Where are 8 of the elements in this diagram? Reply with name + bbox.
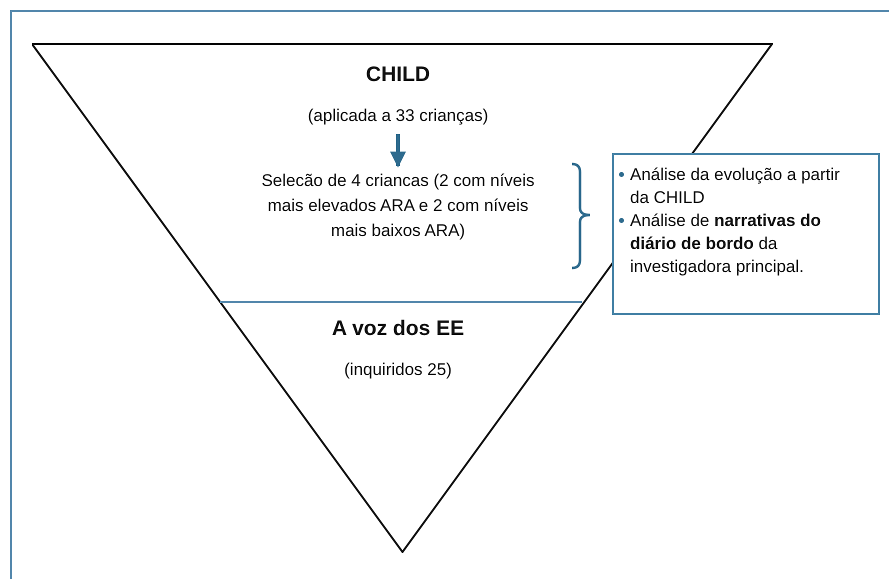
arrow [390,134,406,168]
bullet-text: Análise de narrativas do diário de bordo da investigadora principal. [630,211,821,276]
heading: A voz dos EE [330,316,466,342]
subtitle-text: (aplicada a 33 crianças) [306,105,490,127]
heading: CHILD [364,62,432,88]
subtitle-text: (inquiridos 25) [343,359,453,381]
selection-text: Selecão de 4 criancas (2 com níveis mais elevados ARA e 2 com níveis mais baixos ARA) [258,168,538,250]
analysis-box [612,153,880,315]
